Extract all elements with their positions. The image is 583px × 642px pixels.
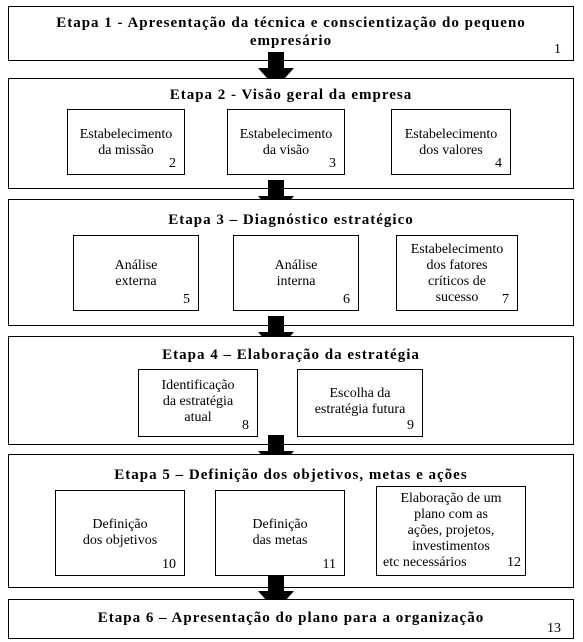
item-label-line: ações, projetos, bbox=[407, 523, 495, 538]
stage-5-box: Etapa 5 – Definição dos objetivos, metas… bbox=[8, 454, 574, 588]
item-label-line: dos fatores bbox=[426, 258, 488, 273]
item-label-line: Definição bbox=[252, 517, 308, 532]
item-label-line: Estabelecimento bbox=[79, 127, 173, 142]
item-label-line: Escolha da bbox=[329, 386, 391, 401]
stage-4-item-2: Escolha da estratégia futura 9 bbox=[297, 369, 423, 437]
item-label-line: sucesso bbox=[435, 290, 479, 305]
down-arrow-1 bbox=[258, 52, 294, 88]
item-label-line: investimentos bbox=[412, 539, 490, 554]
item-number: 8 bbox=[242, 418, 249, 433]
stage-3-item-1: Análise externa 5 bbox=[73, 235, 199, 311]
item-label-line: dos valores bbox=[419, 143, 483, 158]
stage-1-number: 1 bbox=[554, 42, 561, 57]
stage-4-box: Etapa 4 – Elaboração da estratégia Ident… bbox=[8, 336, 574, 445]
item-label-line: plano com as bbox=[414, 507, 488, 522]
stage-3-box: Etapa 3 – Diagnóstico estratégico Anális… bbox=[8, 199, 574, 326]
stage-1-box: Etapa 1 - Apresentação da técnica e cons… bbox=[8, 6, 574, 61]
stage-2-item-1: Estabelecimento da missão 2 bbox=[67, 109, 185, 175]
item-label-line: críticos de bbox=[428, 274, 486, 289]
stage-3-title: Etapa 3 – Diagnóstico estratégico bbox=[168, 212, 414, 228]
item-number: 2 bbox=[169, 156, 176, 171]
stage-5-item-1: Definição dos objetivos 10 bbox=[55, 490, 185, 576]
item-label-line: Estabelecimento bbox=[404, 127, 498, 142]
item-label-line: Estabelecimento bbox=[410, 242, 504, 257]
item-label-line: atual bbox=[184, 410, 212, 425]
item-number: 7 bbox=[502, 292, 509, 307]
down-arrow-4 bbox=[258, 435, 294, 471]
item-label-line: Identificação bbox=[161, 378, 235, 393]
stage-2-box: Etapa 2 - Visão geral da empresa Estabel… bbox=[8, 78, 574, 189]
item-label-line: Definição bbox=[92, 517, 148, 532]
item-number: 4 bbox=[495, 156, 502, 171]
stage-4-item-1: Identificação da estratégia atual 8 bbox=[138, 369, 258, 437]
item-number: 11 bbox=[322, 557, 336, 572]
stage-1-title-line1: Etapa 1 - Apresentação da técnica e cons… bbox=[56, 15, 526, 31]
item-number: 9 bbox=[407, 418, 414, 433]
item-label-line: Análise bbox=[274, 258, 318, 273]
item-number: 3 bbox=[329, 156, 336, 171]
down-arrow-5 bbox=[258, 575, 294, 611]
stage-2-item-2: Estabelecimento da visão 3 bbox=[227, 109, 345, 175]
item-label-line: interna bbox=[276, 274, 316, 289]
item-label-line: estratégia futura bbox=[314, 402, 406, 417]
down-arrow-3 bbox=[258, 316, 294, 352]
stage-6-number: 13 bbox=[547, 621, 561, 636]
stage-6-box: Etapa 6 – Apresentação do plano para a o… bbox=[8, 599, 574, 639]
stage-5-title: Etapa 5 – Definição dos objetivos, metas… bbox=[114, 467, 468, 483]
item-label-line: da estratégia bbox=[162, 394, 234, 409]
item-number: 12 bbox=[507, 555, 521, 570]
item-label-line: da missão bbox=[98, 143, 154, 158]
item-label-line: dos objetivos bbox=[82, 533, 158, 548]
item-label-line: Elaboração de um bbox=[400, 491, 502, 506]
item-number: 5 bbox=[183, 292, 190, 307]
item-label-line: das metas bbox=[252, 533, 308, 548]
stage-5-item-2: Definição das metas 11 bbox=[215, 490, 345, 576]
stage-2-title: Etapa 2 - Visão geral da empresa bbox=[169, 87, 413, 103]
down-arrow-2 bbox=[258, 180, 294, 216]
item-label-line: etc necessários bbox=[383, 555, 467, 570]
stage-6-title: Etapa 6 – Apresentação do plano para a o… bbox=[97, 610, 485, 626]
item-number: 10 bbox=[162, 557, 176, 572]
stage-5-item-3: Elaboração de um plano com as ações, pro… bbox=[376, 486, 526, 576]
stage-4-title: Etapa 4 – Elaboração da estratégia bbox=[162, 347, 420, 363]
stage-1-title-line2: empresário bbox=[249, 33, 333, 49]
item-number: 6 bbox=[343, 292, 350, 307]
item-label-line: externa bbox=[115, 274, 157, 289]
item-label-line: da visão bbox=[262, 143, 310, 158]
item-label-line: Estabelecimento bbox=[239, 127, 333, 142]
stage-3-item-3: Estabelecimento dos fatores críticos de … bbox=[396, 235, 518, 311]
item-label-line: Análise bbox=[114, 258, 158, 273]
stage-3-item-2: Análise interna 6 bbox=[233, 235, 359, 311]
stage-2-item-3: Estabelecimento dos valores 4 bbox=[391, 109, 511, 175]
